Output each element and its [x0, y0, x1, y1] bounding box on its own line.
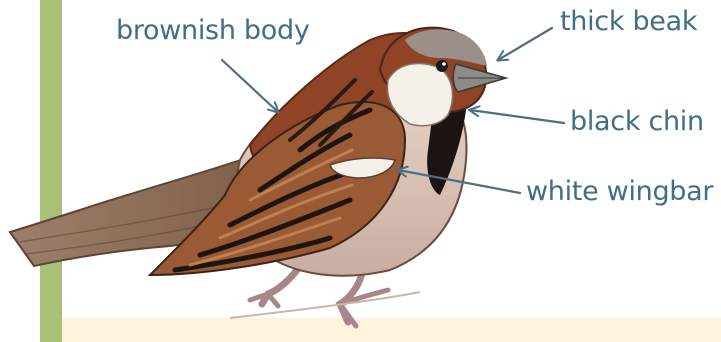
perch-panel	[62, 318, 721, 342]
label-brownish-body: brownish body	[116, 15, 310, 46]
label-thick-beak: thick beak	[560, 6, 697, 37]
post-stripe	[40, 0, 62, 342]
sparrow-leg-back	[262, 266, 300, 304]
pointer-brownish-body	[222, 60, 278, 112]
pointer-thick-beak	[498, 28, 552, 60]
label-white-wingbar: white wingbar	[526, 176, 713, 207]
label-black-chin: black chin	[570, 106, 704, 137]
pointer-black-chin	[470, 110, 564, 123]
sparrow-eye	[436, 60, 448, 72]
